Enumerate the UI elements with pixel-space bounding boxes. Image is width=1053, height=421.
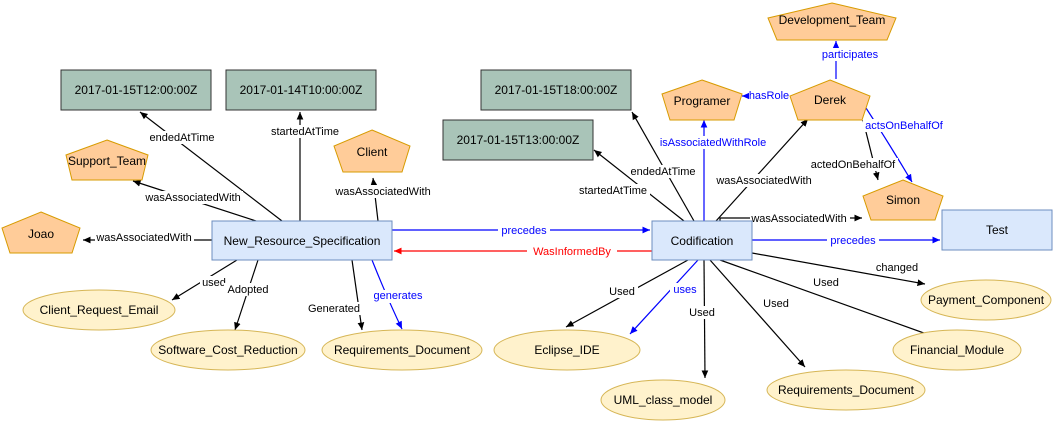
edge-changed — [751, 252, 926, 286]
node-requirements-document-2[interactable]: Requirements_Document — [766, 369, 926, 411]
node-timestamp-ended-1[interactable]: 2017-01-15T12:00:00Z — [60, 69, 212, 111]
programer-text: Programer — [674, 94, 731, 108]
timestamp-nodes: 2017-01-15T12:00:00Z 2017-01-14T10:00:00… — [60, 69, 632, 161]
node-codification[interactable]: Codification — [651, 220, 753, 261]
node-client[interactable]: Client — [333, 129, 411, 173]
label-endedAtTime-2: endedAtTime — [630, 166, 695, 178]
edge-wasAssociatedWith-derek — [715, 118, 809, 222]
node-payment-component[interactable]: Payment_Component — [920, 279, 1052, 321]
codification-text: Codification — [671, 234, 734, 248]
financial-module-text: Financial_Module — [910, 343, 1004, 357]
uml-class-model-text: UML_class_model — [614, 393, 713, 407]
new-resource-specification-text: New_Resource_Specification — [224, 234, 381, 248]
label-precedes-2: precedes — [830, 235, 876, 247]
entity-nodes: Client_Request_Email Software_Cost_Reduc… — [22, 279, 1052, 421]
node-new-resource-specification[interactable]: New_Resource_Specification — [211, 220, 393, 261]
label-startedAtTime-2: startedAtTime — [579, 185, 647, 197]
client-text: Client — [357, 145, 388, 159]
label-generated: Generated — [308, 303, 360, 315]
simon-text: Simon — [886, 193, 920, 207]
requirements-document-1-text: Requirements_Document — [334, 343, 471, 357]
node-client-request-email[interactable]: Client_Request_Email — [22, 289, 176, 331]
activity-nodes: New_Resource_Specification Codification … — [211, 209, 1053, 261]
node-derek[interactable]: Derek — [789, 79, 871, 121]
label-endedAtTime-1: endedAtTime — [149, 132, 214, 144]
support-team-text: Support_Team — [68, 154, 146, 168]
node-joao[interactable]: Joao — [1, 211, 81, 254]
label-wasAssociatedWith-support: wasAssociatedWith — [144, 192, 240, 204]
node-timestamp-ended-2[interactable]: 2017-01-15T18:00:00Z — [480, 69, 632, 111]
edge-endedAtTime-1 — [139, 111, 283, 222]
label-actedOnBehalfOf: actedOnBehalfOf — [811, 159, 896, 171]
edge-uses — [629, 259, 699, 335]
node-support-team[interactable]: Support_Team — [65, 139, 149, 181]
node-timestamp-started-2[interactable]: 2017-01-15T13:00:00Z — [442, 119, 594, 161]
label-precedes-1: precedes — [501, 225, 547, 237]
label-used-eclipse: Used — [609, 286, 635, 298]
node-uml-class-model[interactable]: UML_class_model — [600, 379, 726, 421]
client-request-email-text: Client_Request_Email — [40, 303, 159, 317]
label-adopted: Adopted — [228, 284, 269, 296]
label-isAssociatedWithRole: isAssociatedWithRole — [660, 137, 766, 149]
node-simon[interactable]: Simon — [862, 179, 944, 221]
label-used-req: Used — [763, 298, 789, 310]
edge-used-req — [709, 259, 806, 368]
agent-nodes: Support_Team Joao Client Development_Tea… — [1, 2, 944, 254]
node-software-cost-reduction[interactable]: Software_Cost_Reduction — [150, 329, 306, 371]
node-programer[interactable]: Programer — [661, 79, 743, 121]
joao-text: Joao — [28, 227, 54, 241]
label-wasAssociatedWith-client: wasAssociatedWith — [334, 186, 430, 198]
label-used-email: used — [202, 277, 226, 289]
development-team-text: Development_Team — [779, 13, 886, 27]
timestamp-ended-1-text: 2017-01-15T12:00:00Z — [75, 83, 198, 97]
test-text: Test — [986, 223, 1009, 237]
eclipse-ide-text: Eclipse_IDE — [534, 343, 599, 357]
timestamp-started-1-text: 2017-01-14T10:00:00Z — [240, 83, 363, 97]
label-wasAssociatedWith-joao: wasAssociatedWith — [95, 232, 191, 244]
timestamp-ended-2-text: 2017-01-15T18:00:00Z — [495, 83, 618, 97]
node-financial-module[interactable]: Financial_Module — [892, 329, 1022, 371]
edge-actsOnBehalfOf — [865, 107, 913, 183]
label-uses: uses — [673, 284, 697, 296]
label-wasAssociatedWith-derek: wasAssociatedWith — [715, 175, 811, 187]
label-generates: generates — [374, 290, 423, 302]
timestamp-started-2-text: 2017-01-15T13:00:00Z — [457, 133, 580, 147]
node-eclipse-ide[interactable]: Eclipse_IDE — [493, 329, 641, 371]
software-cost-reduction-text: Software_Cost_Reduction — [158, 343, 297, 357]
node-requirements-document-1[interactable]: Requirements_Document — [321, 329, 483, 371]
edge-generated — [351, 259, 365, 331]
label-startedAtTime-1: startedAtTime — [271, 126, 339, 138]
node-test[interactable]: Test — [941, 209, 1053, 251]
edge-labels: endedAtTime startedAtTime wasAssociatedW… — [95, 48, 945, 319]
node-timestamp-started-1[interactable]: 2017-01-14T10:00:00Z — [225, 69, 377, 111]
label-wasInformedBy: WasInformedBy — [533, 246, 611, 258]
payment-component-text: Payment_Component — [928, 293, 1045, 307]
label-used-financial: Used — [813, 277, 839, 289]
node-development-team[interactable]: Development_Team — [767, 2, 897, 41]
derek-text: Derek — [814, 93, 847, 107]
label-participates: participates — [822, 49, 879, 61]
requirements-document-2-text: Requirements_Document — [778, 383, 915, 397]
label-used-uml: Used — [689, 307, 715, 319]
label-actsOnBehalfOf: actsOnBehalfOf — [865, 120, 944, 132]
label-hasRole: hasRole — [749, 90, 789, 102]
edge-used-financial — [719, 259, 936, 338]
label-changed: changed — [876, 262, 918, 274]
edge-wasAssociatedWith-client — [370, 177, 379, 222]
label-wasAssociatedWith-simon: wasAssociatedWith — [750, 213, 846, 225]
